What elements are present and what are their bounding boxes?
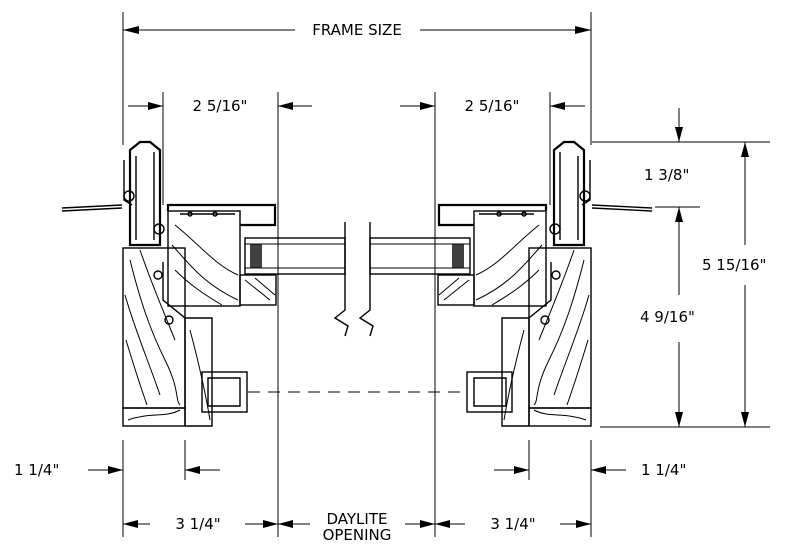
extension-lines <box>122 12 770 537</box>
right-jamb-width-label: 1 1/4" <box>641 461 686 479</box>
left-frame-depth-label: 3 1/4" <box>175 515 220 533</box>
left-frame-assembly <box>61 140 277 427</box>
dimension-labels: FRAME SIZE 2 5/16" 2 5/16" 1 3/8" 4 9/16… <box>14 21 766 544</box>
daylite-label-line2: OPENING <box>323 526 392 544</box>
top-offset-label: 1 3/8" <box>644 166 689 184</box>
left-sash-width-label: 2 5/16" <box>193 97 248 115</box>
daylite-label-line1: DAYLITE <box>327 510 388 528</box>
overall-height-label: 5 15/16" <box>702 256 766 274</box>
glazing-unit <box>244 222 471 337</box>
right-frame-assembly <box>437 140 653 427</box>
sash-height-label: 4 9/16" <box>640 308 695 326</box>
right-frame-depth-label: 3 1/4" <box>490 515 535 533</box>
right-sash-width-label: 2 5/16" <box>465 97 520 115</box>
frame-size-label: FRAME SIZE <box>312 21 402 39</box>
left-jamb-width-label: 1 1/4" <box>14 461 59 479</box>
dimension-lines <box>88 26 749 528</box>
